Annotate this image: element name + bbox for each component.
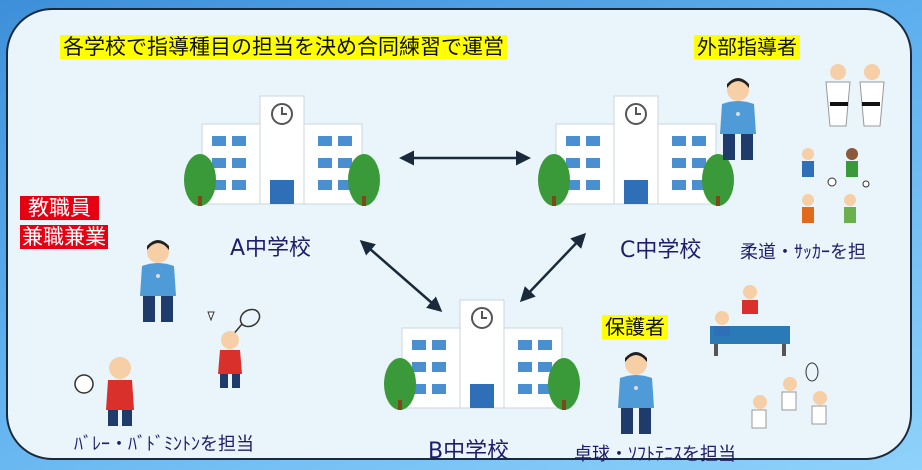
external-coach-label-text: 外部指導者 xyxy=(694,35,800,59)
arrow-b-c xyxy=(519,232,587,303)
assignment-a-label: ﾊﾞﾚｰ・ﾊﾞﾄﾞﾐﾝﾄﾝを担当 xyxy=(74,434,254,455)
staff-label-line2: 兼職兼業 xyxy=(20,225,108,249)
guardian-label-text: 保護者 xyxy=(602,315,668,339)
guardian-coach-icon xyxy=(618,352,654,434)
staff-teacher-icon xyxy=(140,240,176,322)
school-a-label: A中学校 xyxy=(230,236,312,261)
school-b-building xyxy=(383,299,581,411)
assignment-c-label: 柔道・ｻｯｶｰを担 xyxy=(740,242,866,263)
table-tennis-icon xyxy=(710,285,790,356)
judo-icon xyxy=(825,64,885,127)
soft-tennis-icon xyxy=(751,362,827,429)
arrow-a-b xyxy=(359,240,443,312)
guardian-label: 保護者 xyxy=(602,311,668,340)
school-c-building xyxy=(537,95,735,207)
school-a-building xyxy=(183,95,381,207)
school-b-label: B中学校 xyxy=(428,439,510,464)
soccer-icon xyxy=(802,148,870,223)
badminton-icon xyxy=(207,308,261,388)
school-c-label: C中学校 xyxy=(620,238,702,263)
external-coach-icon xyxy=(720,78,756,160)
volleyball-icon xyxy=(74,357,134,426)
assignment-b-label: 卓球・ｿﾌﾄﾃﾆｽを担当 xyxy=(574,444,736,465)
staff-label: 教職員 兼職兼業 xyxy=(20,194,108,252)
staff-label-line1: 教職員 xyxy=(20,196,99,220)
page-title: 各学校で指導種目の担当を決め合同練習で運営 xyxy=(60,31,507,61)
external-coach-label: 外部指導者 xyxy=(694,31,800,60)
page-title-text: 各学校で指導種目の担当を決め合同練習で運営 xyxy=(60,35,507,59)
